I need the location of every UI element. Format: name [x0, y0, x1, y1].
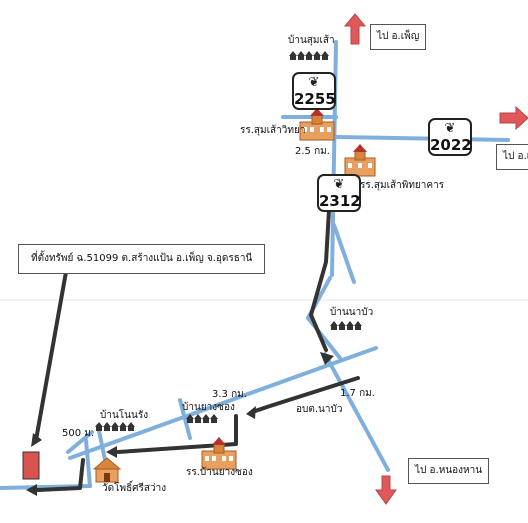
temple-icon	[92, 457, 122, 483]
arrowhead-1	[320, 352, 334, 365]
arrowhead-3	[106, 446, 117, 458]
route-seg-1	[309, 208, 331, 352]
highway-2312-shield: ❦ 2312	[317, 174, 361, 212]
label-school-sum-sao-phitthayakhan: รร.สุมเส้าพิทยาคาร	[360, 180, 445, 191]
property-marker	[22, 451, 40, 480]
label-ban-na-bua: บ้านนาบัว	[330, 307, 374, 318]
houses-icon	[95, 422, 135, 431]
houses-icon	[186, 414, 218, 423]
road-south	[323, 352, 390, 472]
label-obt-na-bua: อบต.นาบัว	[296, 404, 343, 415]
label-distance-500: 500 ม.	[62, 428, 95, 439]
road-yang-song-side	[178, 398, 192, 440]
highway-2312-number: 2312	[319, 192, 361, 210]
school-building-icon	[201, 437, 237, 470]
garuda-emblem-icon: ❦	[444, 121, 456, 136]
highway-2022-shield: ❦ 2022	[428, 118, 472, 156]
label-school-ban-yang-song: รร.บ้านยางซอง	[186, 467, 253, 478]
route-arrowheads	[26, 352, 334, 496]
destination-south: ไป อ.หนองหาน	[408, 458, 490, 484]
destination-east: ไป อ.เ	[496, 144, 528, 170]
arrowhead-5	[31, 433, 42, 447]
label-wat-pho-si-sawang: วัดโพธิ์ศรีสว่าง	[102, 483, 167, 494]
road-west-diagonal	[68, 346, 378, 460]
property-pointer-line	[34, 270, 68, 442]
arrow-east	[499, 105, 528, 131]
route-path	[34, 208, 360, 492]
village-icons	[95, 51, 362, 431]
school-building-icon	[299, 108, 335, 141]
property-label: ที่ตั้งทรัพย์ ฉ.51099 ต.สร้างแป้น อ.เพ็ญ…	[18, 244, 266, 274]
garuda-emblem-icon: ❦	[308, 75, 320, 90]
arrowhead-2	[246, 406, 256, 419]
highway-2022-number: 2022	[430, 136, 472, 154]
route-seg-3	[116, 414, 238, 454]
houses-icon	[330, 321, 362, 330]
road-non-rang-stub	[96, 424, 107, 462]
direction-arrows	[343, 13, 528, 505]
label-ban-non-rang: บ้านโนนรัง	[100, 410, 149, 421]
arrowhead-4	[26, 484, 37, 496]
arrow-north	[343, 13, 367, 45]
road-non-rang-side	[66, 430, 94, 454]
route-seg-4	[36, 458, 85, 492]
label-distance-2-5: 2.5 กม.	[295, 146, 330, 157]
school-building-icon	[344, 144, 376, 177]
highway-2255-number: 2255	[294, 90, 336, 108]
label-distance-3-3: 3.3 กม.	[212, 389, 247, 400]
arrow-south	[375, 475, 397, 505]
road-fork-east	[332, 223, 356, 284]
label-distance-1-7: 1.7 กม.	[340, 388, 375, 399]
label-school-sum-sao-witthaya: รร.สุมเส้าวิทยา	[240, 125, 306, 136]
destination-north: ไป อ.เพ็ญ	[370, 24, 427, 50]
road-final-up	[84, 438, 92, 488]
garuda-emblem-icon: ❦	[333, 177, 345, 192]
label-ban-yang-song: บ้านยางซอง	[182, 402, 235, 413]
route-seg-2	[250, 376, 360, 414]
highway-2255-shield: ❦ 2255	[292, 72, 336, 110]
label-ban-sum-sao: บ้านสุมเส้า	[288, 35, 335, 46]
road-2022	[334, 135, 510, 142]
houses-icon	[289, 51, 329, 60]
